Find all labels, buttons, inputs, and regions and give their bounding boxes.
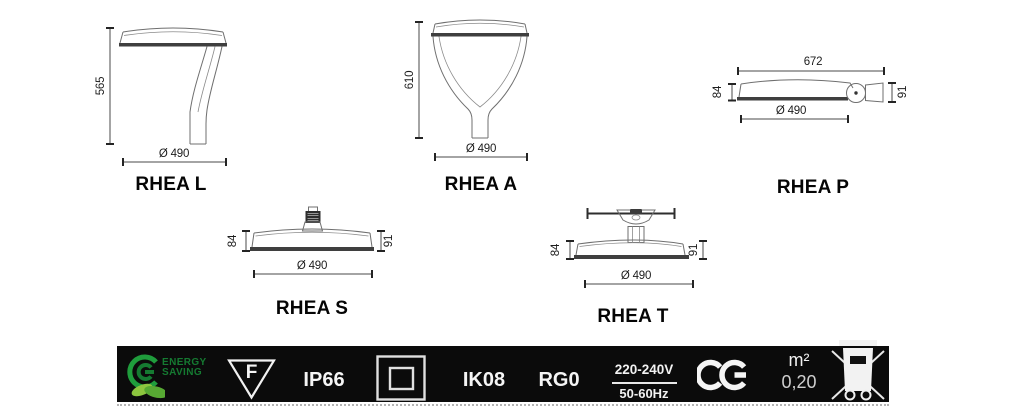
rhea-l-drawing — [106, 27, 227, 166]
figure-rhea-l: 565 Ø 490 RHEA L — [90, 18, 240, 203]
figure-rhea-t: 84 91 Ø 490 RHEA T — [543, 200, 728, 330]
f-triangle-icon — [227, 359, 276, 400]
right-height-dimension-label: 91 — [688, 243, 700, 257]
ce-mark-icon — [697, 359, 747, 391]
width-dimension-label: 672 — [803, 56, 823, 68]
spec-bar: ENERGY SAVING F IP66 IK08 RG0 220-240V 5… — [117, 340, 889, 402]
diameter-dimension-label: Ø 490 — [465, 143, 497, 155]
figure-title: RHEA A — [444, 174, 518, 195]
frequency-label: 50-60Hz — [619, 386, 669, 401]
bar-bottom-dotted-line — [117, 404, 889, 406]
diameter-dimension-label: Ø 490 — [158, 148, 190, 160]
left-height-dimension-label: 84 — [550, 243, 562, 257]
ik-rating-label: IK08 — [462, 369, 506, 391]
f-symbol-label: F — [245, 362, 258, 383]
rhea-t-drawing — [566, 208, 707, 288]
diameter-dimension-label: Ø 490 — [775, 105, 807, 117]
surface-value-label: 0,20 — [781, 372, 817, 392]
energy-saving-line1: ENERGY — [162, 357, 207, 368]
figure-title: RHEA S — [275, 298, 349, 319]
figure-rhea-a: 610 Ø 490 RHEA A — [400, 12, 550, 202]
height-dimension-label: 565 — [95, 76, 107, 96]
left-height-dimension-label: 84 — [227, 234, 239, 248]
rhea-a-drawing — [415, 19, 529, 161]
left-height-dimension-label: 84 — [712, 85, 724, 99]
surface-unit-label: m² — [788, 350, 810, 370]
figure-rhea-s: 84 91 Ø 490 RHEA S — [222, 203, 407, 323]
diameter-dimension-label: Ø 490 — [296, 260, 328, 272]
rhea-s-drawing — [242, 206, 385, 278]
height-dimension-label: 610 — [404, 70, 416, 90]
figure-rhea-p: 672 84 91 Ø 490 RHEA P — [703, 53, 918, 198]
electrical-rating: 220-240V 50-60Hz — [604, 362, 684, 401]
weee-bin-icon — [831, 340, 885, 401]
figure-title: RHEA T — [597, 306, 669, 327]
rhea-p-drawing — [728, 67, 896, 123]
class-ii-icon — [376, 355, 426, 401]
ip-rating-label: IP66 — [303, 369, 345, 391]
right-height-dimension-label: 91 — [897, 85, 909, 99]
figure-title: RHEA P — [776, 177, 850, 198]
energy-saving-line2: SAVING — [162, 367, 202, 378]
diameter-dimension-label: Ø 490 — [620, 270, 652, 282]
energy-saving-text: ENERGY SAVING — [162, 358, 207, 378]
photobiological-class-label: RG0 — [538, 369, 580, 391]
voltage-divider — [611, 382, 677, 384]
figure-title: RHEA L — [135, 174, 207, 195]
energy-saving-icon — [127, 354, 165, 399]
right-height-dimension-label: 91 — [383, 234, 395, 248]
exposed-surface: m² 0,20 — [767, 349, 831, 393]
voltage-label: 220-240V — [614, 362, 674, 377]
